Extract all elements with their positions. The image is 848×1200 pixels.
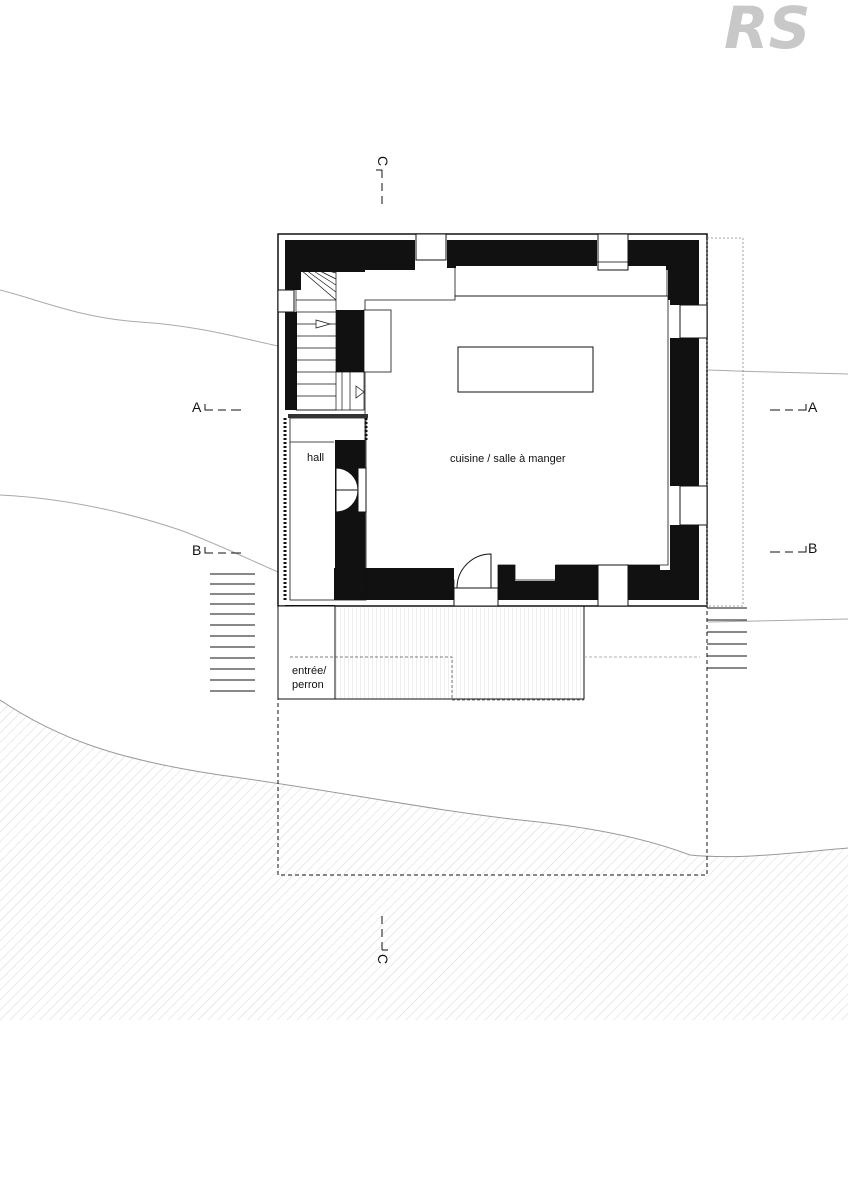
section-b-right: B (770, 540, 817, 556)
terrain-hatch (0, 700, 848, 1020)
svg-text:A: A (192, 399, 202, 415)
kitchen-island (457, 346, 594, 393)
svg-text:C: C (375, 954, 391, 964)
exterior-steps-right (707, 607, 747, 669)
stair-side-cabinet (363, 309, 392, 373)
staircase (295, 267, 365, 411)
perron-steps (334, 605, 585, 700)
entrance-label-line2: perron (292, 679, 324, 691)
wall-reveals (365, 266, 670, 581)
terrace-outline (277, 605, 708, 876)
windows (277, 233, 708, 607)
terrain-line-lower (0, 699, 848, 858)
perron-dashed-edge (290, 656, 584, 701)
perron-landing (277, 605, 336, 700)
kitchen-label: cuisine / salle à manger (450, 453, 566, 465)
right-dashed-strip (706, 237, 744, 607)
svg-text:B: B (192, 542, 201, 558)
exterior-steps-left (210, 573, 255, 692)
terrain-line-upper-right (707, 369, 848, 375)
section-c-top: C (375, 156, 391, 204)
kitchen-door[interactable] (456, 553, 492, 589)
section-b-left: B (192, 542, 241, 558)
section-c-bottom: C (375, 916, 391, 964)
terrain-line-middle-right (707, 618, 848, 623)
logo-mark: RS (724, 0, 810, 62)
kitchen-counter (454, 261, 668, 297)
kitchen-interior-outline (364, 295, 669, 589)
svg-text:B: B (808, 540, 817, 556)
entrance-label-line1: entrée/ (292, 665, 327, 677)
svg-text:C: C (375, 156, 391, 166)
hall-double-door[interactable] (335, 467, 367, 513)
section-a-left: A (192, 399, 241, 415)
hall-label: hall (307, 452, 324, 464)
terrain-line-middle (0, 494, 279, 573)
section-a-right: A (770, 399, 818, 415)
svg-text:A: A (808, 399, 818, 415)
terrain-line-upper (0, 289, 279, 347)
